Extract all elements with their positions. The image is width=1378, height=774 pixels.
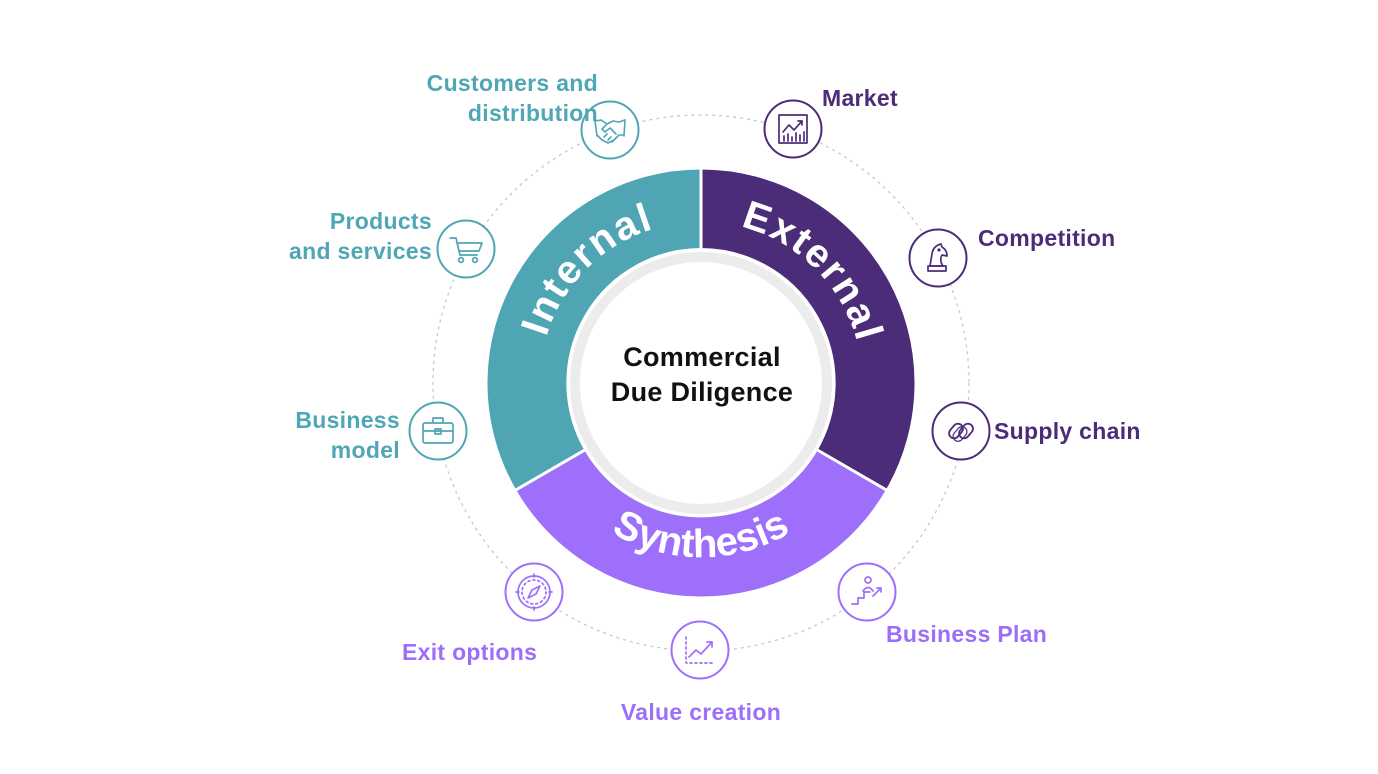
customers-label-line1: Customers and — [426, 70, 598, 96]
center-title: Commercial Due Diligence — [576, 340, 828, 410]
exit-options-label: Exit options — [402, 639, 538, 665]
supply-chain-label: Supply chain — [994, 418, 1141, 444]
customers-label-line2: distribution — [467, 100, 598, 126]
business-model-label-line2: model — [330, 437, 400, 463]
center-title-line1: Commercial — [623, 342, 781, 372]
business-model-label-line1: Business — [295, 407, 400, 433]
growth-steps-icon — [837, 562, 897, 622]
competition-label: Competition — [978, 225, 1116, 251]
customers-label: Customers and distribution — [408, 68, 598, 128]
business-plan-label: Business Plan — [886, 621, 1048, 647]
chess-knight-icon — [908, 228, 968, 288]
products-label-line2: and services — [289, 238, 432, 264]
synthesis-segment — [512, 447, 890, 600]
internal-segment — [484, 166, 703, 493]
handshake-icon — [580, 100, 640, 160]
value-creation-label: Value creation — [620, 699, 782, 725]
briefcase-icon — [408, 401, 468, 461]
external-segment — [699, 166, 918, 493]
trend-up-icon — [670, 620, 730, 680]
center-title-line2: Due Diligence — [610, 377, 794, 407]
products-label: Products and services — [250, 206, 432, 266]
chain-link-icon — [931, 401, 991, 461]
center-disc — [580, 262, 822, 504]
shopping-cart-icon — [436, 219, 496, 279]
market-label: Market — [822, 85, 898, 111]
compass-icon — [504, 562, 564, 622]
products-label-line1: Products — [329, 208, 432, 234]
business-model-label: Business model — [260, 405, 400, 465]
market-chart-icon — [763, 99, 823, 159]
